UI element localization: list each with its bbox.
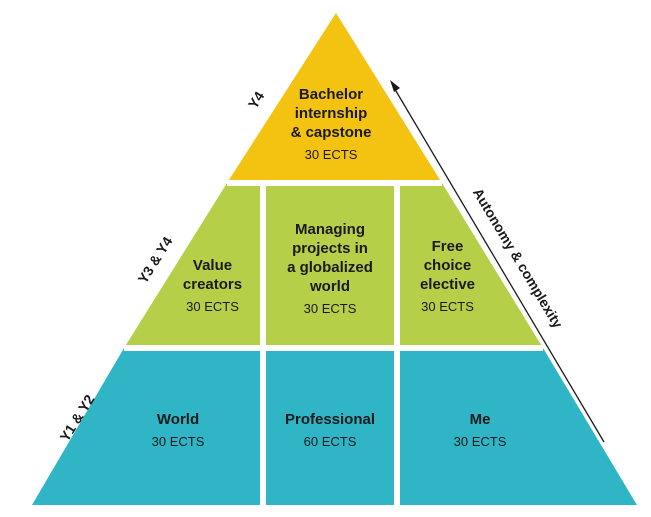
autonomy-arrow-line [392, 85, 605, 443]
block-title: Free choice elective [419, 238, 476, 293]
block-credits: 30 ECTS [151, 434, 205, 449]
block-bachelor-internship: Bachelor internship & capstone 30 ECTS [256, 78, 406, 170]
block-title: Bachelor internship & capstone [290, 86, 372, 141]
block-title: Value creators [182, 256, 243, 293]
tier-y3-y4-shape [124, 183, 543, 348]
tier-y1-y2-shape [32, 348, 637, 505]
block-managing-projects: Managing projects in a globalized world … [266, 212, 394, 324]
block-world: World 30 ECTS [128, 405, 228, 455]
block-free-choice-elective: Free choice elective 30 ECTS [400, 228, 495, 324]
block-title: Managing projects in a globalized world [287, 220, 373, 295]
block-me: Me 30 ECTS [430, 405, 530, 455]
block-credits: 30 ECTS [421, 299, 474, 314]
block-credits: 30 ECTS [186, 298, 239, 314]
block-credits: 30 ECTS [303, 300, 357, 316]
block-title: Me [469, 411, 491, 428]
block-title: Professional [284, 411, 376, 428]
block-professional: Professional 60 ECTS [266, 405, 394, 455]
block-credits: 30 ECTS [453, 434, 507, 449]
block-title: World [156, 411, 200, 428]
block-credits: 60 ECTS [303, 434, 357, 449]
autonomy-arrow-head [390, 80, 400, 92]
block-credits: 30 ECTS [304, 147, 358, 162]
block-value-creators: Value creators 30 ECTS [165, 245, 260, 325]
tier-y4-shape [227, 13, 442, 183]
